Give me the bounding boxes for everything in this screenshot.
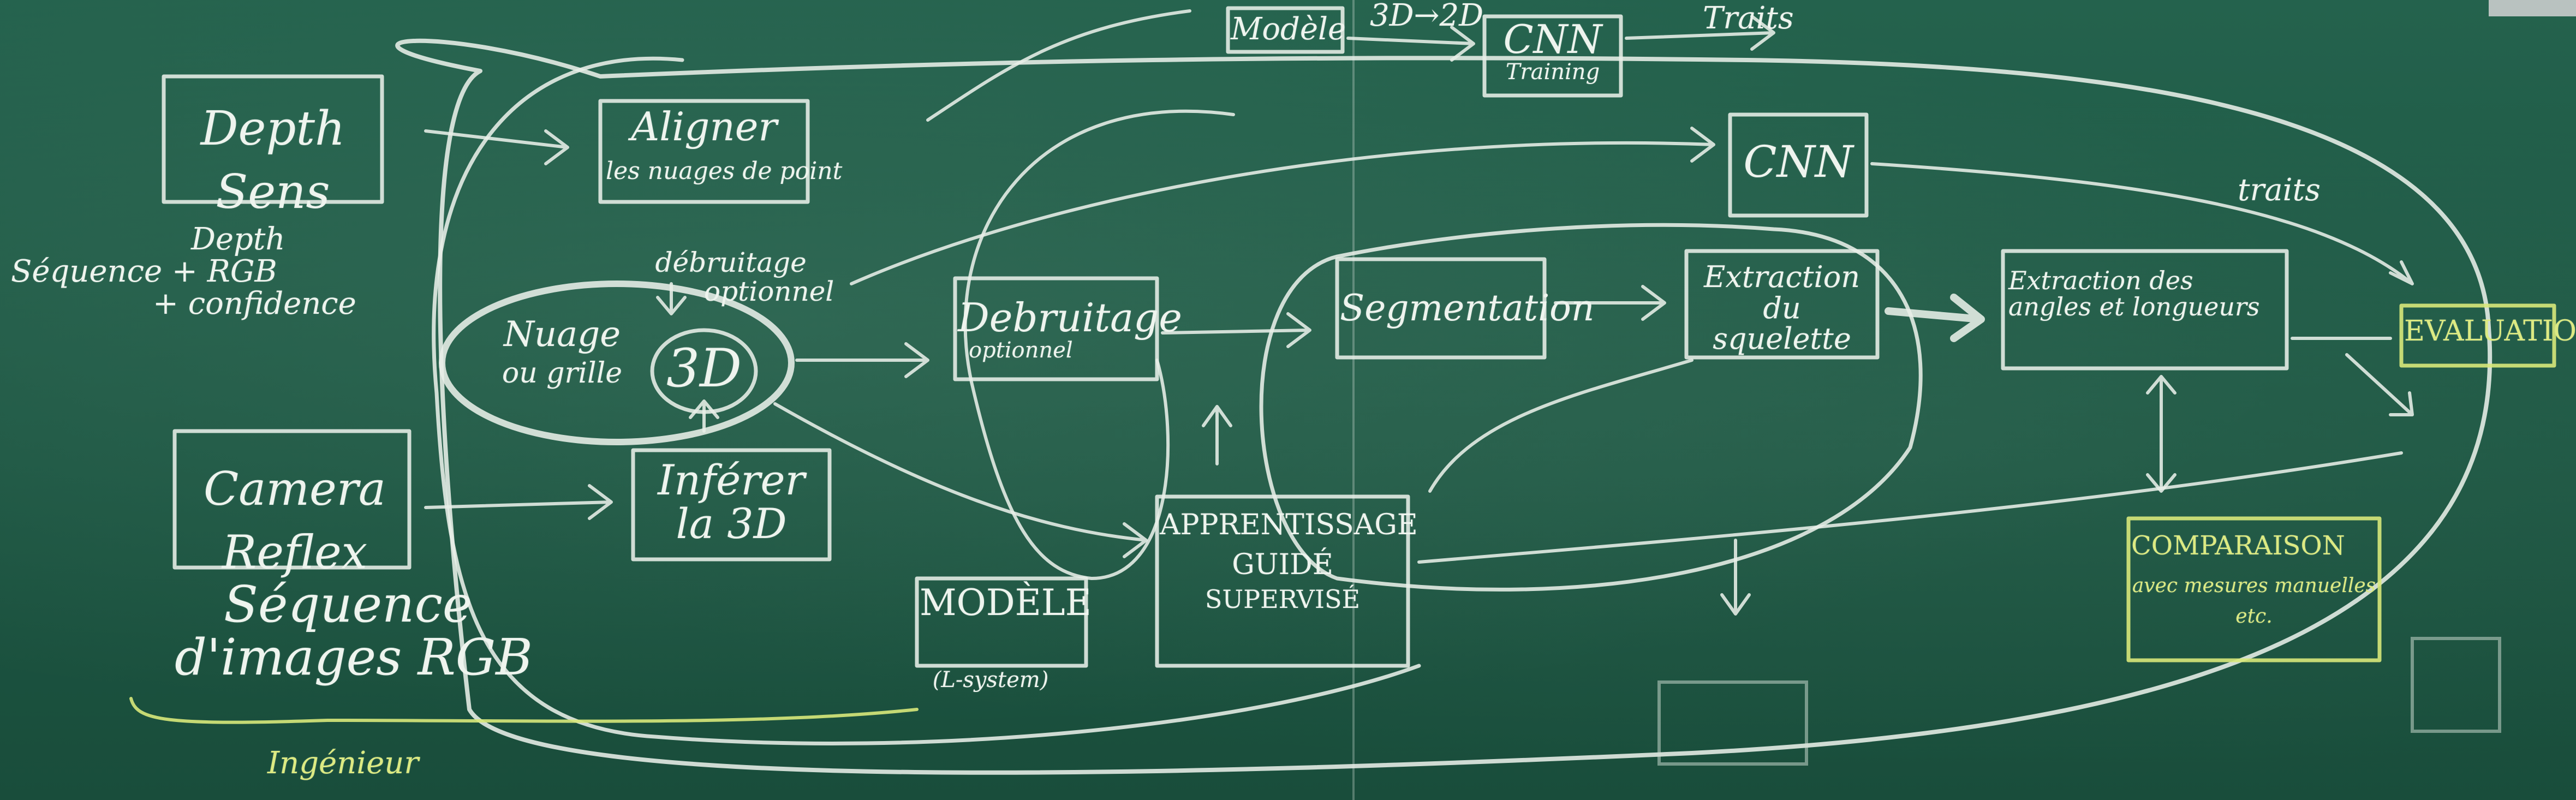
modele-bottom-sub-label: (L-system) (932, 667, 1049, 692)
debruitage-box (953, 276, 1159, 381)
board-panel-seam (1352, 0, 1355, 800)
apprentissage-line3: SUPERVISÉ (1204, 584, 1361, 614)
cnn-training-box (1482, 14, 1623, 98)
outer-loop-outline (395, 38, 2492, 775)
nuage-line1: Nuage (503, 314, 621, 355)
camera-label: Camera Reflex (204, 462, 386, 579)
extraction-angles-label: Extraction des angles et longueurs (2008, 266, 2260, 322)
apprentissage-line1: APPRENTISSAGE (1160, 509, 1418, 541)
evaluation-box (2399, 303, 2556, 368)
arrow-down-to-empty-box (1720, 539, 1751, 616)
middle-loop-outline (1259, 223, 1923, 592)
cnn-box (1728, 112, 1869, 218)
apprentissage-box (1155, 494, 1410, 668)
traits-top-label: Traits (1703, 1, 1794, 36)
seq-depth-line3: + confidence (153, 285, 356, 321)
extraction-angles-box (2001, 249, 2289, 371)
sequence-rgb-annotation: Séquence d'images RGB (175, 575, 533, 684)
evaluation-label: EVALUATION (2404, 315, 2576, 348)
comparaison-line2: avec mesures manuelles (2132, 575, 2376, 598)
debruitage-box-text: Debruitage optionnel (958, 295, 1182, 363)
seq-depth-line1: Depth (191, 222, 285, 257)
arrow-apprentissage-up (1202, 405, 1232, 465)
debruitage-label: Debruitage (958, 295, 1182, 341)
debruitage-optional-note: débruitage optionnel (628, 248, 834, 306)
empty-box-bottom (1657, 680, 1808, 766)
comparaison-line1: COMPARAISON (2131, 530, 2345, 561)
segmentation-box (1335, 257, 1547, 360)
aligner-box-text: Aligner les nuages de point (606, 104, 843, 185)
ingenieur-label: Ingénieur (267, 745, 419, 781)
camera-box (172, 429, 412, 570)
nuage-line2: ou grille (502, 357, 623, 390)
inferer-label: Inférer la 3D (658, 456, 805, 548)
apprentissage-line2: GUIDÉ (1232, 548, 1333, 581)
arrow-traits-top (1625, 15, 1775, 51)
board-rail (2489, 0, 2576, 16)
arrow-segmentation-to-squelette (1554, 285, 1666, 321)
empty-box-right (2411, 637, 2501, 733)
apprentissage-text: APPRENTISSAGE GUIDÉ SUPERVISÉ (1160, 509, 1418, 614)
arrow-to-evaluation-lower (2345, 353, 2414, 416)
line-apprentissage-to-right (1417, 451, 2403, 564)
arrow-modele-to-cnn-training (1346, 26, 1475, 62)
arrow-to-cnn (850, 127, 1715, 285)
nuage-ellipse (439, 280, 795, 445)
debruitage-optional-line1: débruitage (655, 247, 807, 278)
segmentation-label: Segmentation (1340, 287, 1595, 329)
sequence-rgb-line2: d'images RGB (175, 628, 533, 686)
seq-depth-line2: Séquence + RGB (11, 253, 277, 289)
cnn-training-text: CNN Training (1487, 19, 1618, 83)
arrow-cnn-to-evaluation (1870, 162, 2414, 285)
left-loop-outline (432, 56, 1421, 745)
double-arrow-angles-comparaison (2146, 375, 2177, 493)
sequence-rgb-line1: Séquence (224, 575, 473, 634)
nuage-3d-label: 3D (666, 338, 742, 399)
arrow-camera-to-inferer (424, 484, 613, 520)
comparaison-box (2126, 516, 2382, 662)
modele-top-box (1226, 6, 1345, 54)
debruitage-optional-line2: optionnel (704, 275, 834, 307)
arrow-nuage-to-apprentissage (773, 402, 1148, 558)
modele-bottom-text: MODÈLE (920, 582, 1092, 624)
aligner-sub-label: les nuages de point (606, 157, 843, 185)
depth-sensor-box (162, 74, 384, 204)
arrow-debruitage-to-segmentation (1161, 312, 1311, 348)
arrow-inferer-up (689, 399, 719, 433)
modele-bottom-label: MODÈLE (920, 582, 1092, 624)
extraction-squelette-box (1684, 249, 1880, 360)
arrow-nuage-to-debruitage (795, 342, 929, 378)
arrow-depth-to-aligner (424, 129, 569, 165)
arrow-debruitage-down (656, 282, 687, 315)
aligner-label: Aligner (631, 104, 777, 150)
traits-right-label: traits (2238, 172, 2321, 208)
ingenieur-underline (129, 697, 919, 724)
sequence-depth-annotation: Depth Séquence + RGB + confidence (11, 222, 356, 321)
cnn-training-sub-label: Training (1505, 59, 1600, 85)
depth-sensor-label: Depth Sens (200, 102, 345, 219)
comparaison-line3: etc. (2235, 605, 2273, 628)
debruitage-sub-label: optionnel (969, 337, 1073, 363)
label-3d-2d: 3D→2D (1370, 0, 1483, 33)
cnn-training-label: CNN (1503, 16, 1602, 62)
cnn-label: CNN (1743, 136, 1853, 187)
line-squelette-to-apprentissage (1428, 359, 1694, 493)
debruitage-loop-outline (963, 109, 1235, 580)
comparaison-text: COMPARAISON avec mesures manuelles etc. (2131, 532, 2377, 627)
aligner-box (598, 99, 810, 204)
modele-top-label: Modèle (1231, 11, 1346, 47)
extraction-squelette-label: Extraction du squelette (1703, 260, 1861, 356)
nuage-text: Nuage ou grille (469, 314, 655, 390)
modele-bottom-box (915, 576, 1088, 668)
inferer-box (631, 448, 832, 562)
arrow-squelette-to-angles (1885, 294, 1985, 342)
line-modele-top-left (926, 9, 1191, 122)
